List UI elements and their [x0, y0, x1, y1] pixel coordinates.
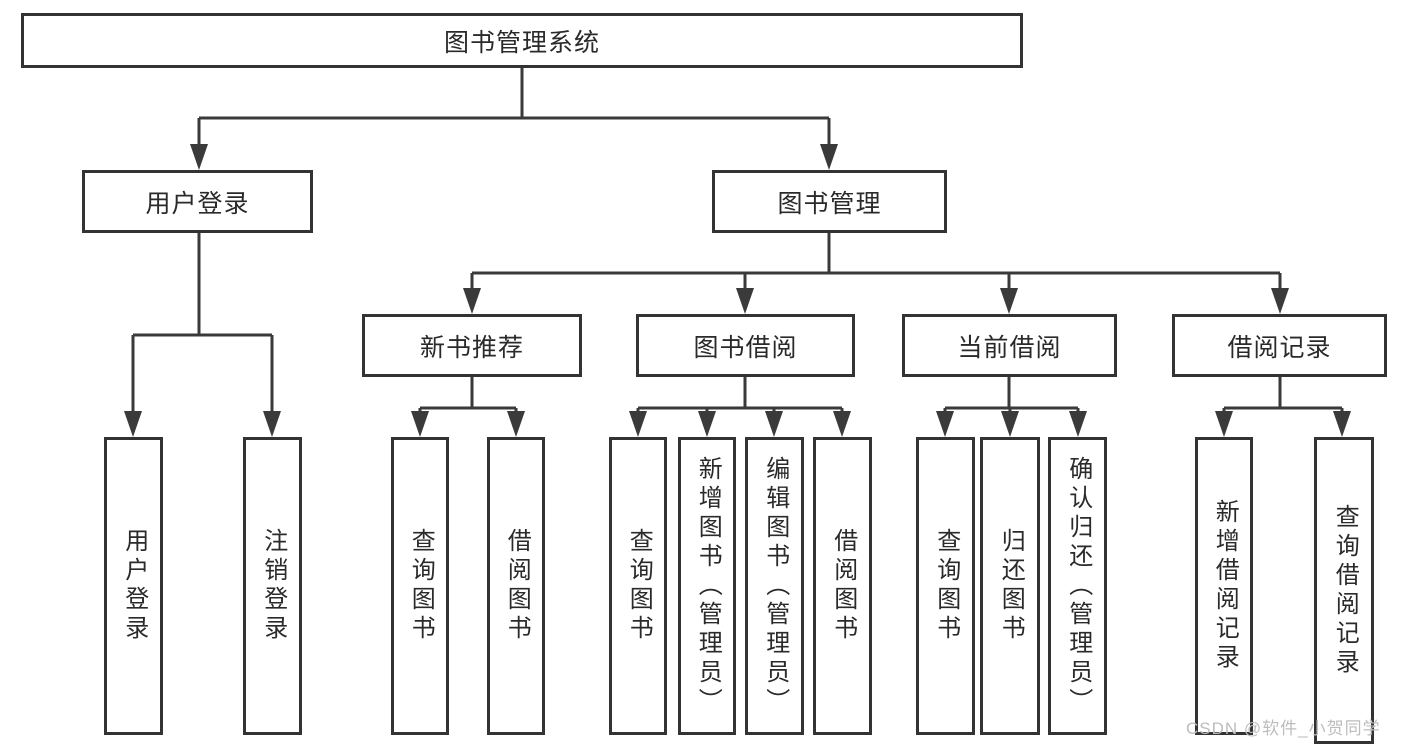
leaf-add-book-admin-label: 新增图书（管理员）: [694, 455, 722, 717]
leaf-logout-label: 注销登录: [259, 528, 287, 644]
node-borrow-records-label: 借阅记录: [1227, 333, 1332, 362]
node-book-management-label: 图书管理: [777, 189, 882, 218]
leaf-return-book: 归还图书: [980, 437, 1040, 735]
leaf-edit-book-admin-label: 编辑图书（管理员）: [761, 455, 789, 717]
leaf-edit-book-admin: 编辑图书（管理员）: [745, 437, 804, 735]
node-book-borrowing: 图书借阅: [636, 314, 855, 377]
leaf-query-book-current-label: 查询图书: [932, 528, 960, 644]
leaf-query-borrow-record: 查询借阅记录: [1314, 437, 1374, 744]
leaf-query-borrow-record-label: 查询借阅记录: [1331, 503, 1359, 678]
leaf-query-book-recommend-label: 查询图书: [407, 528, 435, 644]
node-root-label: 图书管理系统: [443, 28, 600, 57]
leaf-borrow-book-borrowing-label: 借阅图书: [829, 528, 857, 644]
leaf-query-book-recommend: 查询图书: [391, 437, 449, 735]
leaf-query-book-borrowing: 查询图书: [609, 437, 667, 735]
node-book-borrowing-label: 图书借阅: [693, 333, 798, 362]
leaf-borrow-book-borrowing: 借阅图书: [813, 437, 872, 735]
node-new-book-recommend: 新书推荐: [362, 314, 582, 377]
leaf-query-book-current: 查询图书: [916, 437, 975, 735]
node-user-login: 用户登录: [82, 170, 313, 233]
node-root: 图书管理系统: [21, 13, 1023, 68]
leaf-add-borrow-record: 新增借阅记录: [1195, 437, 1253, 735]
node-borrow-records: 借阅记录: [1172, 314, 1387, 377]
leaf-user-login-label: 用户登录: [120, 528, 148, 644]
csdn-watermark: CSDN @软件_小贺同学: [1186, 719, 1381, 738]
node-current-borrowing: 当前借阅: [902, 314, 1117, 377]
leaf-user-login: 用户登录: [104, 437, 163, 735]
leaf-borrow-book-recommend: 借阅图书: [487, 437, 545, 735]
leaf-add-borrow-record-label: 新增借阅记录: [1211, 499, 1239, 673]
leaf-return-book-label: 归还图书: [997, 528, 1025, 644]
leaf-confirm-return-admin-label: 确认归还（管理员）: [1064, 455, 1092, 717]
leaf-query-book-borrowing-label: 查询图书: [625, 528, 653, 644]
leaf-borrow-book-recommend-label: 借阅图书: [503, 528, 531, 644]
leaf-logout: 注销登录: [243, 437, 302, 735]
node-user-login-label: 用户登录: [145, 189, 250, 218]
node-current-borrowing-label: 当前借阅: [957, 333, 1062, 362]
node-new-book-recommend-label: 新书推荐: [419, 333, 524, 362]
node-book-management: 图书管理: [712, 170, 947, 233]
leaf-confirm-return-admin: 确认归还（管理员）: [1048, 437, 1107, 735]
leaf-add-book-admin: 新增图书（管理员）: [678, 437, 736, 735]
